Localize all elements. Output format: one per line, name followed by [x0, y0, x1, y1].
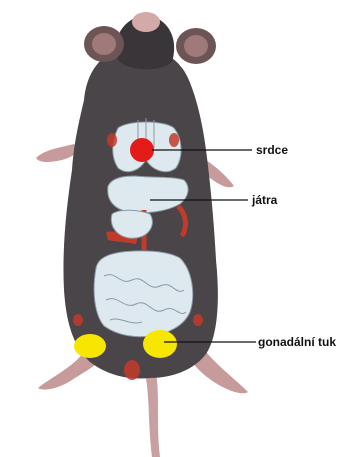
mouse-snout: [132, 12, 160, 32]
right-ear-inner: [184, 35, 208, 57]
heart: [130, 138, 154, 162]
right-lower-vessel: [193, 314, 203, 326]
left-gonadal-fat: [74, 334, 106, 358]
right-gonadal-fat: [143, 330, 177, 358]
right-shoulder-vessel: [169, 133, 179, 147]
bladder: [124, 360, 140, 380]
left-shoulder-vessel: [107, 133, 117, 147]
left-lower-vessel: [73, 314, 83, 326]
gonadal-fat-label: gonadální tuk: [258, 335, 336, 349]
liver-label: játra: [252, 193, 277, 207]
left-ear-inner: [92, 33, 116, 55]
intestines: [94, 251, 193, 337]
heart-label: srdce: [256, 143, 288, 157]
mouse-tail: [145, 372, 160, 457]
